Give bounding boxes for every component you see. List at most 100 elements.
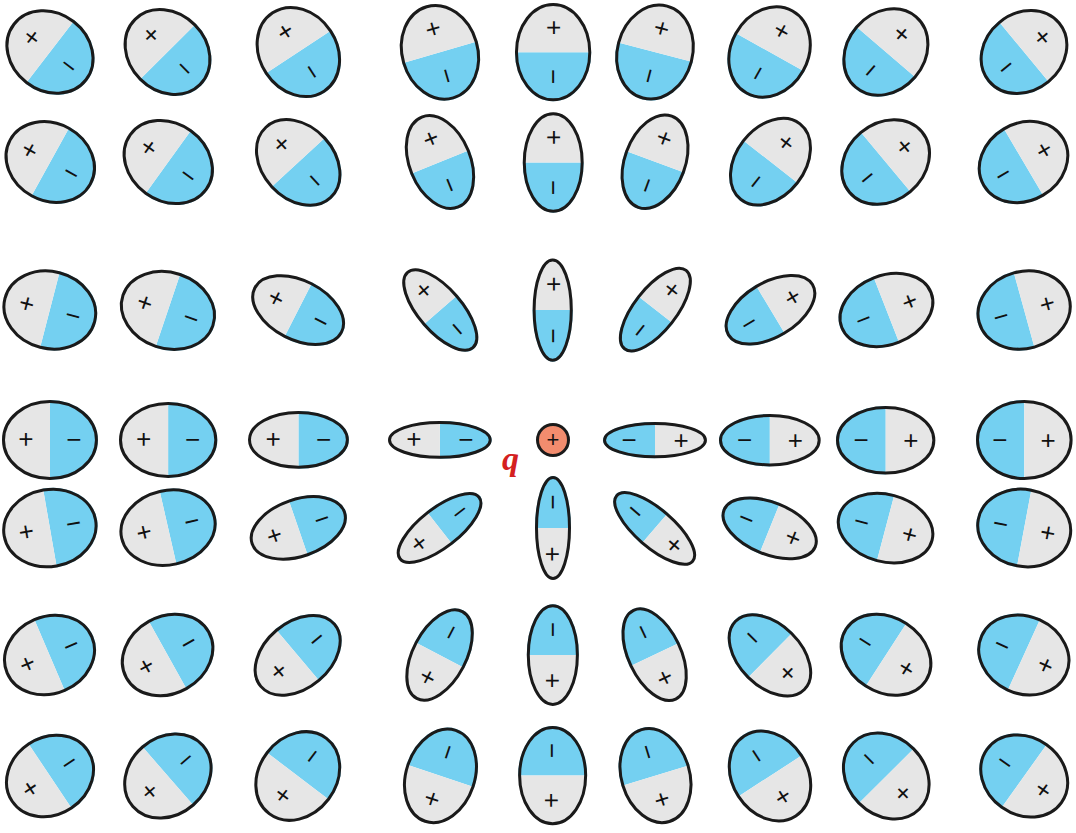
molecule-ellipse	[712, 597, 829, 713]
negative-half	[533, 310, 573, 362]
polarized-molecule: +−	[523, 112, 584, 212]
polarized-molecule: +−	[237, 100, 359, 223]
polarized-molecule: +−	[106, 0, 230, 114]
polarized-molecule: +−	[711, 714, 830, 833]
polarized-molecule: +−	[962, 716, 1076, 833]
negative-half	[515, 52, 591, 101]
molecule-ellipse	[827, 258, 945, 361]
molecule-ellipse	[238, 597, 358, 714]
positive-sign: +	[655, 427, 707, 453]
molecule-ellipse	[967, 259, 1076, 362]
positive-half	[523, 112, 584, 162]
negative-sign: −	[440, 427, 492, 453]
molecule-outline	[714, 261, 826, 358]
polarized-molecule: +−	[603, 422, 707, 458]
molecule-ellipse	[969, 480, 1076, 576]
polarized-molecule: +−	[605, 0, 705, 109]
molecule-ellipse	[2, 400, 98, 480]
polarized-molecule: +−	[719, 414, 821, 466]
negative-half	[440, 421, 492, 459]
molecule-outline	[392, 720, 488, 833]
molecule-outline	[714, 599, 826, 711]
negative-sign: −	[540, 604, 566, 655]
negative-sign: −	[298, 427, 348, 453]
molecule-ellipse	[713, 484, 827, 573]
molecule-outline	[831, 483, 941, 573]
negative-half	[518, 726, 587, 776]
positive-half	[119, 402, 168, 478]
negative-half	[168, 402, 217, 478]
polarized-molecule: +−	[711, 101, 828, 223]
polarized-molecule: +−	[515, 3, 591, 101]
molecule-outline	[969, 260, 1076, 359]
negative-half	[50, 400, 98, 480]
polarized-molecule: +−	[0, 717, 111, 833]
molecule-ellipse	[533, 258, 573, 361]
positive-sign: +	[540, 655, 566, 706]
negative-half	[719, 414, 770, 466]
molecule-outline	[524, 113, 582, 210]
positive-sign: +	[388, 427, 440, 453]
molecule-outline	[239, 715, 358, 833]
molecule-ellipse	[605, 0, 705, 109]
molecule-ellipse	[607, 718, 704, 833]
molecule-outline	[610, 106, 700, 218]
molecule-outline	[964, 0, 1076, 111]
positive-half	[388, 421, 440, 459]
molecule-ellipse	[109, 257, 227, 363]
molecule-ellipse	[119, 402, 217, 478]
molecule-outline	[391, 258, 489, 361]
molecule-outline	[605, 481, 706, 575]
positive-half	[106, 620, 187, 714]
polarized-molecule: +−	[969, 480, 1076, 576]
molecule-ellipse	[711, 101, 828, 223]
polarized-molecule: +−	[105, 101, 230, 222]
molecule-outline	[0, 719, 109, 833]
polarized-molecule: +−	[248, 411, 349, 469]
molecule-outline	[714, 103, 827, 221]
polarized-molecule: +−	[823, 100, 949, 224]
molecule-ellipse	[712, 259, 828, 360]
polarized-molecule: +−	[106, 596, 230, 713]
molecule-ellipse	[241, 483, 356, 572]
molecule-outline	[0, 0, 110, 110]
polarized-molecule: +−	[606, 256, 705, 365]
polarized-molecule: +−	[112, 479, 225, 576]
molecule-outline	[516, 4, 589, 99]
molecule-outline	[826, 598, 946, 712]
molecule-outline	[393, 106, 486, 219]
polarized-molecule: +−	[241, 483, 356, 572]
negative-sign: −	[976, 427, 1024, 453]
molecule-ellipse	[523, 112, 584, 212]
molecule-outline	[608, 720, 701, 832]
molecule-outline	[721, 415, 820, 464]
polarized-molecule: +−	[0, 480, 104, 575]
molecule-outline	[971, 482, 1076, 575]
molecule-ellipse	[603, 479, 708, 577]
polarized-molecule: +−	[388, 421, 492, 459]
molecule-outline	[966, 601, 1076, 710]
molecule-outline	[390, 423, 491, 458]
molecule-ellipse	[238, 0, 358, 114]
molecule-outline	[965, 105, 1076, 218]
molecule-ellipse	[392, 104, 489, 221]
molecule-outline	[108, 103, 229, 220]
molecule-outline	[0, 261, 104, 359]
molecule-outline	[388, 482, 491, 574]
molecule-ellipse	[527, 604, 579, 706]
molecule-outline	[713, 716, 828, 833]
molecule-ellipse	[711, 714, 830, 833]
positive-half	[0, 104, 69, 197]
molecule-ellipse	[106, 596, 230, 713]
polarized-molecule: +−	[827, 258, 945, 361]
polarized-molecule: +−	[829, 481, 943, 574]
polarized-molecule: +−	[824, 596, 948, 714]
molecule-outline	[605, 423, 706, 456]
negative-sign: −	[836, 427, 886, 453]
polarized-molecule: +−	[239, 260, 357, 361]
polarized-molecule: +−	[0, 0, 112, 112]
polarized-molecule: +−	[712, 597, 829, 713]
polarized-molecule: +−	[533, 258, 573, 361]
positive-half	[1024, 400, 1072, 480]
molecule-ellipse	[105, 101, 230, 222]
